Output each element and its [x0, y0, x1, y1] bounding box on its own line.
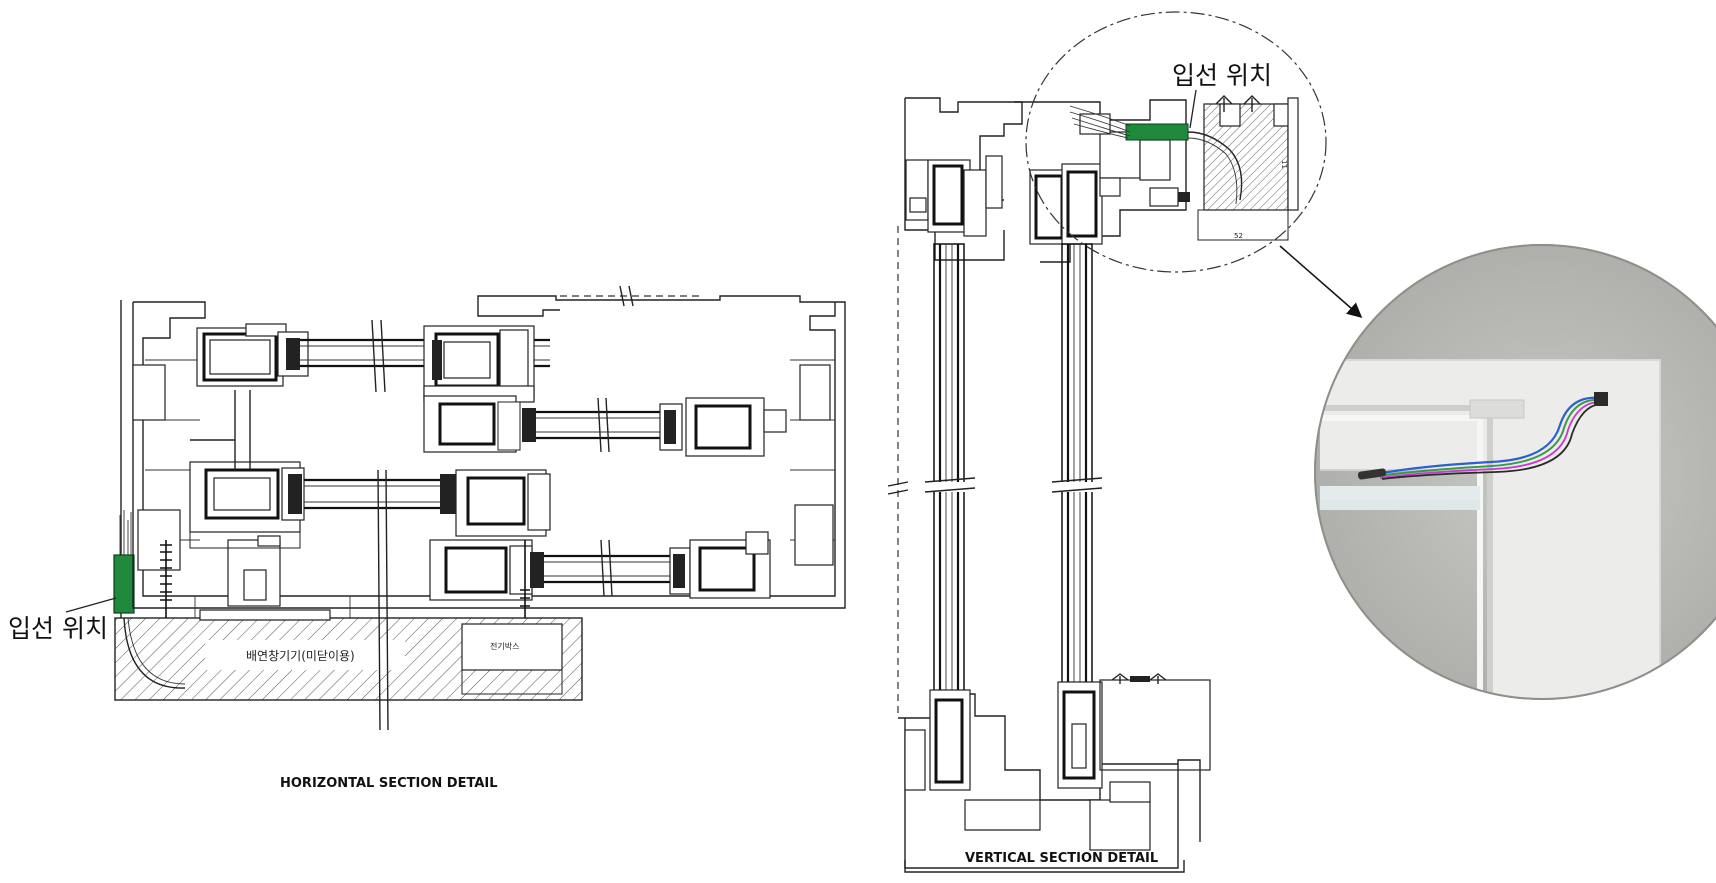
callout-line-horizontal — [65, 597, 117, 613]
entry-position-label-vertical: 입선 위치 — [1172, 61, 1272, 90]
electric-box — [461, 623, 563, 671]
sash-profile-upper-left — [196, 319, 550, 393]
sash-profile-bottom-right — [429, 531, 771, 601]
sash-profile-middle-right — [423, 395, 787, 457]
cable-bundle-vertical — [1125, 123, 1189, 141]
electric-box-label: 전기박스 — [490, 641, 519, 651]
sash-profile-upper-center — [423, 325, 535, 403]
horizontal-section-title: HORIZONTAL SECTION DETAIL — [280, 776, 498, 791]
cable-bundle-horizontal — [113, 554, 135, 614]
vertical-glazing — [924, 243, 1103, 695]
vertical-section-drawing: 52 11 — [887, 95, 1299, 873]
entry-position-label-horizontal: 입선 위치 — [8, 614, 108, 643]
detail-callout-circle — [1025, 11, 1327, 273]
dimension-11: 11 — [1280, 160, 1288, 169]
installation-photo — [1314, 244, 1716, 700]
smoke-vent-label: 배연창기기(미닫이용) — [246, 649, 355, 663]
horizontal-section-drawing — [113, 285, 846, 731]
dimension-52: 52 — [1234, 232, 1243, 240]
callout-arrow — [1279, 245, 1363, 318]
vertical-section-title: VERTICAL SECTION DETAIL — [965, 851, 1158, 866]
sash-profile-lower-left — [189, 461, 551, 731]
